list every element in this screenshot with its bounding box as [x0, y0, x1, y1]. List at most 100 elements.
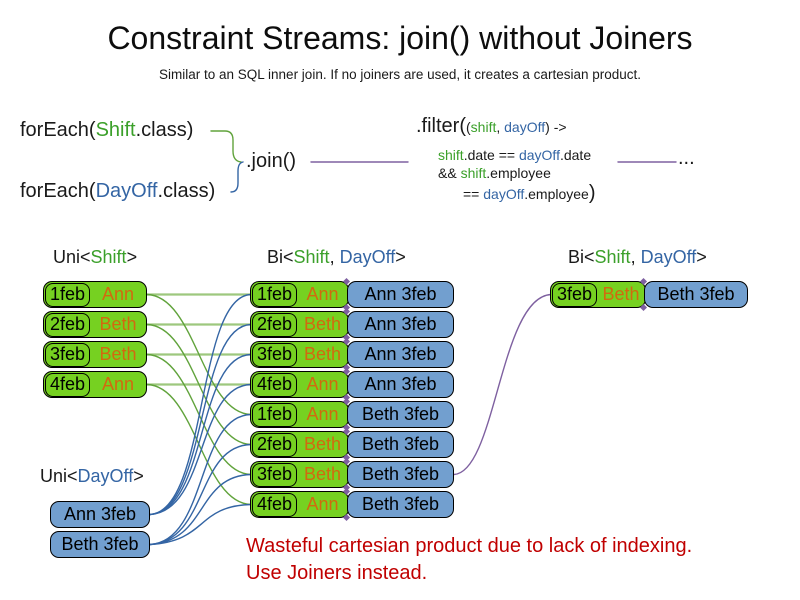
- joined-dayoff-part: Ann 3feb: [347, 341, 454, 368]
- code-token: shift: [438, 147, 464, 163]
- warning-text: Wasteful cartesian product due to lack o…: [246, 533, 692, 587]
- shift-date: 3feb: [552, 282, 598, 307]
- code-token: forEach(: [20, 119, 96, 141]
- joined-dayoff-part: Beth 3feb: [347, 491, 454, 518]
- dayoff-text: Beth 3feb: [61, 534, 139, 554]
- code-token: dayOff: [504, 119, 546, 135]
- brace-dayoff-wire: [230, 161, 244, 193]
- brace-wires: [210, 130, 244, 193]
- shift-row: 1feb Ann: [43, 281, 147, 308]
- shift-employee: Beth: [304, 434, 342, 454]
- shift-employee: Beth: [99, 314, 137, 334]
- code-token: >: [696, 247, 707, 267]
- label-uni-dayoff: Uni<DayOff>: [40, 466, 144, 487]
- shift-employee: Ann: [306, 374, 339, 394]
- pipeline-wires: [310, 161, 677, 476]
- shift-date: 2feb: [45, 312, 91, 337]
- code-token: Bi<: [568, 247, 595, 267]
- code-token: Uni<: [40, 466, 78, 486]
- shift-wire: [146, 293, 252, 416]
- code-token: >: [126, 247, 138, 267]
- label-uni-shift: Uni<Shift>: [53, 247, 137, 268]
- shift-wire: [146, 323, 252, 446]
- code-token: ) ->: [545, 119, 567, 135]
- code-token: Uni<: [53, 247, 91, 267]
- dayoff-wires: [149, 293, 252, 546]
- shift-date: 1feb: [252, 402, 298, 427]
- subtitle: Similar to an SQL inner join. If no join…: [159, 67, 641, 82]
- shift-employee: Ann: [102, 284, 135, 304]
- shift-employee: Ann: [306, 404, 339, 424]
- code-token: >: [395, 247, 406, 267]
- code-token: shift: [470, 119, 497, 135]
- code-token: DayOff: [339, 247, 396, 267]
- label-bi-joined: Bi<Shift, DayOff>: [267, 247, 406, 268]
- shift-row: 2feb Beth: [43, 311, 147, 338]
- code-token: shift: [460, 165, 487, 181]
- shift-employee: Beth: [602, 284, 640, 304]
- shift-date: 4feb: [252, 372, 298, 397]
- dayoff-text: Beth 3feb: [361, 494, 440, 514]
- dayoff-wire: [149, 353, 252, 516]
- shift-employee: Beth: [304, 314, 342, 334]
- dayoff-wire: [149, 443, 252, 546]
- joined-shift-part: 1feb Ann: [250, 401, 349, 428]
- joined-row: 4feb Ann Beth 3feb: [250, 487, 454, 522]
- shift-employee: Ann: [306, 494, 339, 514]
- code-token: Shift: [95, 119, 136, 141]
- shift-date: 3feb: [252, 342, 298, 367]
- joined-dayoff-part: Beth 3feb: [347, 431, 454, 458]
- shift-employee: Ann: [102, 374, 135, 394]
- dayoff-row: Beth 3feb: [50, 531, 150, 558]
- joined-shift-part: 4feb Ann: [250, 371, 349, 398]
- code-token: dayOff: [483, 186, 525, 202]
- filter-line-4: == dayOff.employee): [463, 183, 596, 203]
- joined-dayoff-part: Ann 3feb: [347, 371, 454, 398]
- code-token: .employee: [524, 186, 589, 202]
- filter-line-2: shift.date == dayOff.date: [438, 146, 596, 164]
- dayoff-text: Ann 3feb: [364, 374, 437, 394]
- dayoff-text: Beth 3feb: [657, 284, 735, 304]
- code-token: ,: [630, 247, 641, 267]
- code-token: (: [466, 119, 471, 135]
- joined-row: 1feb Ann Beth 3feb: [250, 397, 454, 432]
- code-token: .filter(: [416, 115, 466, 137]
- shift-date: 2feb: [252, 432, 298, 457]
- shift-date: 1feb: [45, 282, 91, 307]
- code-token: Shift: [293, 247, 330, 267]
- dayoff-text: Beth 3feb: [361, 464, 440, 484]
- code-token: forEach(: [20, 180, 96, 202]
- shift-date: 3feb: [45, 342, 91, 367]
- shift-employee: Beth: [304, 464, 342, 484]
- joined-dayoff-part: Beth 3feb: [347, 401, 454, 428]
- brace-shift-wire: [210, 130, 242, 163]
- code-token: dayOff: [518, 147, 560, 163]
- page-title: Constraint Streams: join() without Joine…: [107, 20, 693, 56]
- code-foreach-dayoff: forEach(DayOff.class): [20, 180, 215, 203]
- code-token: .employee: [486, 165, 551, 181]
- dayoff-text: Ann 3feb: [364, 284, 437, 304]
- warning-line-1: Wasteful cartesian product due to lack o…: [246, 535, 693, 557]
- code-token: ,: [329, 247, 340, 267]
- code-token: ==: [463, 186, 484, 202]
- dayoff-text: Ann 3feb: [364, 344, 437, 364]
- shift-date: 4feb: [252, 492, 298, 517]
- dayoff-wire: [149, 503, 252, 546]
- shift-employee: Ann: [306, 284, 339, 304]
- dayoff-wire: [149, 323, 252, 516]
- joined-dayoff-part: Beth 3feb: [644, 281, 748, 308]
